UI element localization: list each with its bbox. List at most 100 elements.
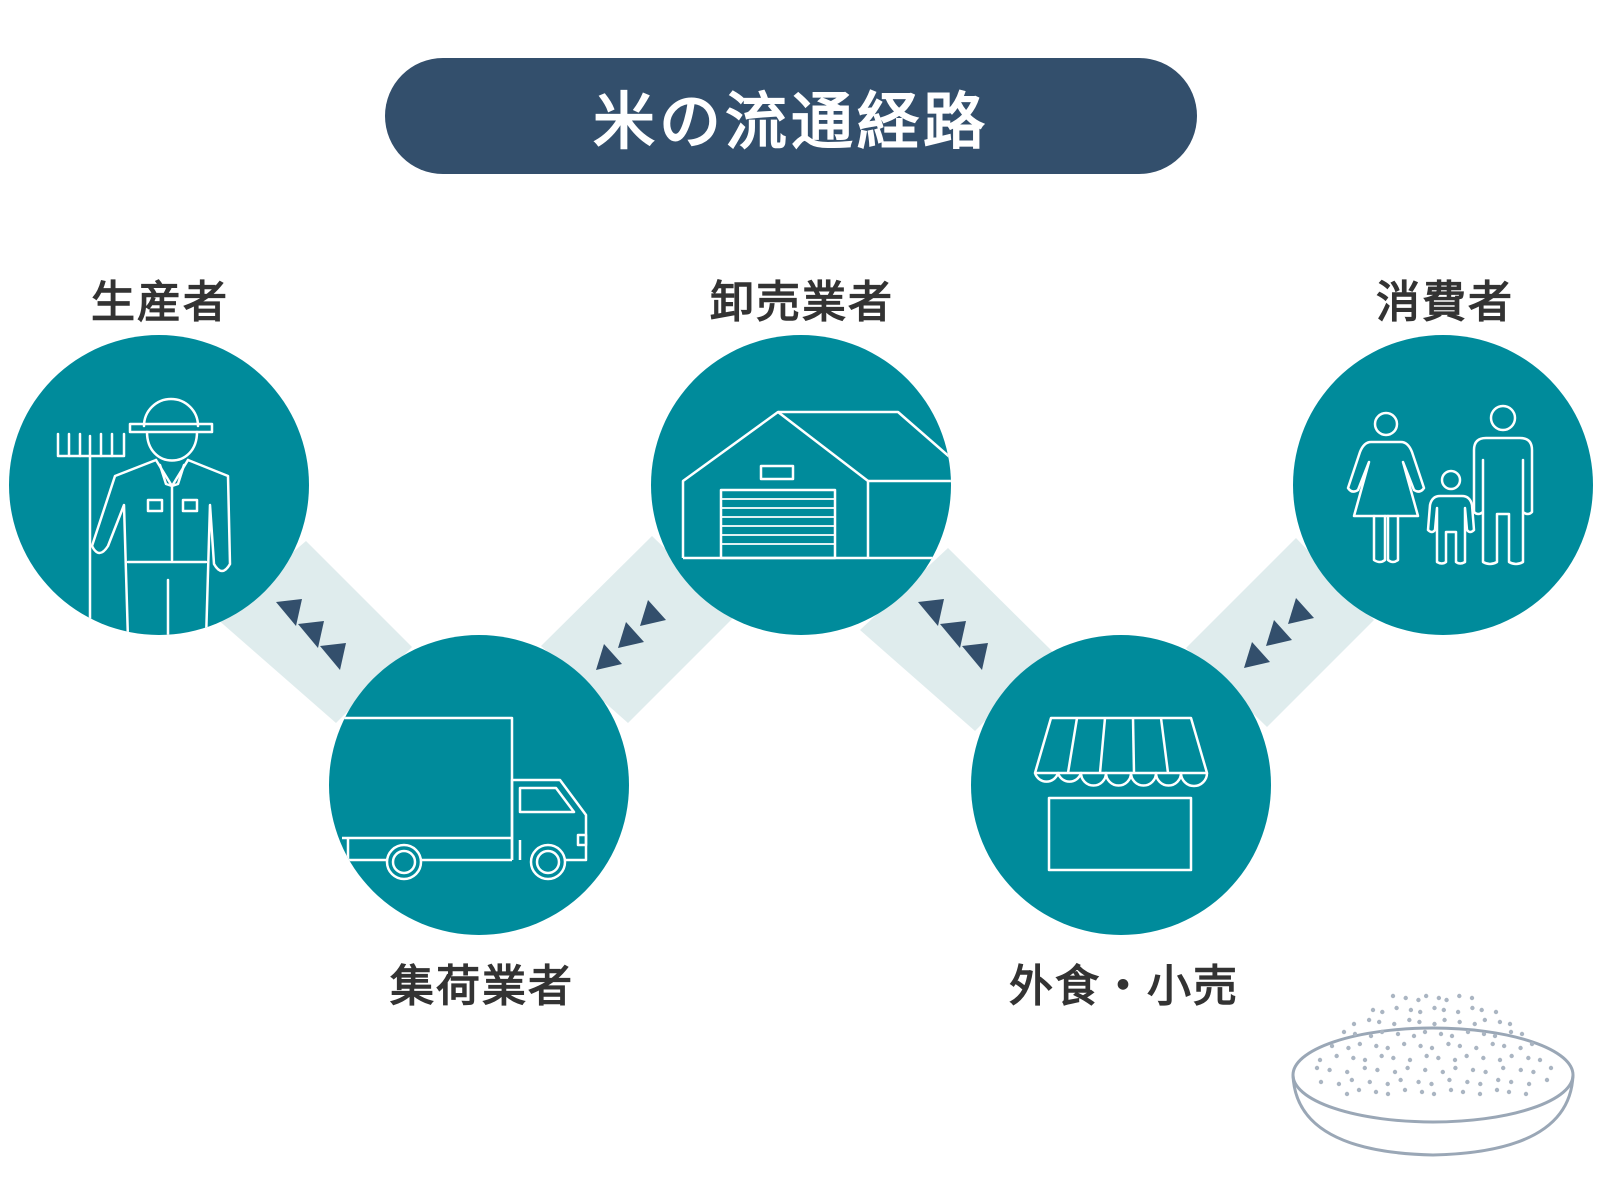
rice-grain bbox=[1506, 1089, 1512, 1095]
diagram-title: 米の流通経路 bbox=[385, 58, 1197, 174]
rice-grain bbox=[1423, 993, 1429, 999]
stage-label-collector: 集荷業者 bbox=[390, 961, 574, 1012]
stage-label-retail: 外食・小売 bbox=[1009, 961, 1239, 1012]
rice-grain bbox=[1417, 1019, 1422, 1025]
arrow-4c bbox=[1288, 598, 1314, 624]
rice-grain bbox=[1314, 1065, 1320, 1071]
stage-circle-producer bbox=[9, 335, 309, 635]
rice-grain bbox=[1398, 1077, 1403, 1083]
arrow-3c bbox=[962, 643, 988, 670]
rice-grain bbox=[1385, 1081, 1390, 1087]
rice-grain bbox=[1367, 1079, 1372, 1085]
rice-grain bbox=[1334, 1053, 1339, 1059]
rice-grain bbox=[1436, 1055, 1441, 1061]
rice-grain bbox=[1392, 1021, 1397, 1027]
arrow-2a bbox=[596, 644, 622, 670]
arrow-1a bbox=[276, 599, 302, 626]
rice-grain bbox=[1362, 1065, 1368, 1071]
rice-grain bbox=[1380, 1009, 1385, 1015]
rice-grain bbox=[1442, 1017, 1447, 1023]
storefront-icon bbox=[1033, 716, 1209, 872]
rice-grain bbox=[1402, 1087, 1408, 1093]
rice-grain bbox=[1537, 1057, 1543, 1063]
rice-grain bbox=[1526, 1055, 1531, 1061]
rice-grain bbox=[1501, 1043, 1507, 1049]
arrow-group-3 bbox=[918, 599, 988, 670]
rice-grain bbox=[1481, 1055, 1486, 1061]
arrow-group-4 bbox=[1244, 598, 1314, 668]
rice-grain bbox=[1422, 1029, 1428, 1035]
rice-grain bbox=[1470, 1005, 1475, 1011]
connector-2 bbox=[541, 536, 735, 723]
rice-grain bbox=[1453, 1065, 1458, 1071]
rice-grain bbox=[1429, 1045, 1435, 1051]
rice-grain bbox=[1344, 1091, 1350, 1097]
rice-grain bbox=[1401, 1041, 1407, 1047]
arrow-2c bbox=[640, 600, 666, 626]
rice-grain bbox=[1464, 1053, 1469, 1059]
rice-grain bbox=[1469, 995, 1475, 1001]
rice-grain bbox=[1345, 1069, 1350, 1075]
rice-grain bbox=[1472, 1021, 1477, 1027]
rice-grain bbox=[1438, 1031, 1444, 1037]
rice-grain bbox=[1373, 1089, 1379, 1095]
rice-grain bbox=[1441, 1007, 1447, 1013]
rice-grain bbox=[1375, 1067, 1380, 1073]
stage-label-consumer: 消費者 bbox=[1376, 277, 1514, 328]
rice-grain bbox=[1477, 1091, 1483, 1097]
rice-grain bbox=[1403, 995, 1408, 1001]
rice-grains bbox=[1314, 993, 1554, 1097]
rice-grain bbox=[1392, 1069, 1398, 1075]
farmer-icon bbox=[56, 397, 232, 635]
rice-grain bbox=[1416, 1079, 1421, 1085]
stage-label-producer: 生産者 bbox=[91, 277, 229, 328]
rice-grain bbox=[1436, 995, 1442, 1001]
rice-grain bbox=[1457, 993, 1462, 999]
rice-grain bbox=[1351, 1021, 1357, 1027]
rice-grain bbox=[1374, 1043, 1379, 1049]
rice-grain bbox=[1416, 997, 1421, 1003]
rice-grain bbox=[1526, 1081, 1532, 1087]
rice-grain bbox=[1508, 1029, 1514, 1035]
rice-grain bbox=[1385, 1045, 1390, 1051]
flow-arrows bbox=[276, 598, 1314, 670]
rice-grain bbox=[1432, 1005, 1437, 1011]
rice-grain bbox=[1379, 1029, 1385, 1035]
rice-grain bbox=[1394, 1005, 1399, 1011]
rice-grain bbox=[1424, 1053, 1429, 1059]
rice-grain bbox=[1496, 1077, 1501, 1083]
rice-grain bbox=[1405, 1065, 1410, 1071]
rice-grain bbox=[1518, 1067, 1524, 1073]
rice-grain bbox=[1432, 1021, 1437, 1027]
arrow-3a bbox=[918, 599, 944, 626]
rice-grain bbox=[1492, 1033, 1498, 1039]
rice-grain bbox=[1481, 1031, 1487, 1037]
rice-grain bbox=[1407, 1017, 1412, 1023]
rice-grain bbox=[1407, 1057, 1413, 1063]
rice-grain bbox=[1440, 1069, 1446, 1075]
rice-grain bbox=[1357, 1041, 1363, 1047]
rice-grain bbox=[1329, 1043, 1335, 1049]
rice-grain bbox=[1449, 1033, 1455, 1039]
arrow-3b bbox=[940, 621, 966, 648]
rice-grain bbox=[1431, 1091, 1437, 1097]
rice-grain bbox=[1379, 1053, 1384, 1059]
rice-grain bbox=[1317, 1057, 1323, 1063]
rice-grain bbox=[1455, 1009, 1461, 1015]
arrow-2b bbox=[618, 622, 644, 648]
rice-grain bbox=[1523, 1091, 1529, 1097]
arrow-group-2 bbox=[596, 600, 666, 670]
rice-grain bbox=[1494, 1087, 1500, 1093]
rice-grain bbox=[1370, 1007, 1376, 1013]
rice-grain bbox=[1465, 1079, 1470, 1085]
rice-grain bbox=[1529, 1041, 1535, 1047]
arrow-4b bbox=[1266, 620, 1292, 646]
rice-grain bbox=[1544, 1077, 1550, 1083]
stage-circles bbox=[9, 335, 1593, 935]
rice-grain bbox=[1368, 1033, 1374, 1039]
rice-grain bbox=[1352, 1031, 1358, 1037]
rice-grain bbox=[1497, 1057, 1503, 1063]
rice-grain bbox=[1390, 993, 1396, 999]
rice-grain bbox=[1446, 1041, 1451, 1047]
rice-grain bbox=[1518, 1045, 1523, 1051]
